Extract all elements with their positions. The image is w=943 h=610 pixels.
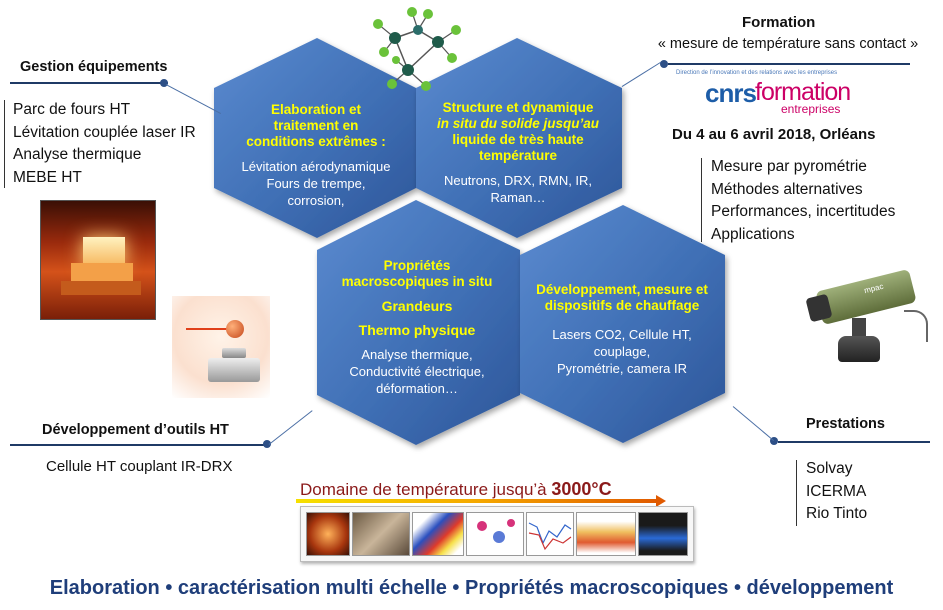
formation-date: Du 4 au 6 avril 2018, Orléans — [672, 126, 876, 143]
formation-item: Méthodes alternatives — [711, 180, 863, 198]
hexagon-proprietes — [317, 200, 520, 445]
prestations-title: Prestations — [806, 416, 885, 432]
outils-underline — [10, 444, 268, 446]
formation-dot — [660, 60, 668, 68]
cnrs-logo-text: cnrs — [705, 78, 757, 108]
gestion-list-bar — [4, 100, 5, 188]
cnrs-formation-logo: cnrs formation entreprises — [705, 78, 865, 118]
furnace-photo — [40, 200, 156, 320]
formation-underline — [668, 63, 910, 65]
thumbnail-map — [412, 512, 464, 556]
prestations-underline — [778, 441, 930, 443]
hexagon-structure — [416, 38, 622, 238]
molecule-icon — [373, 7, 461, 91]
temperature-arrow-head — [656, 495, 666, 507]
domaine-value: 3000°C — [551, 479, 612, 499]
gestion-dot — [160, 79, 168, 87]
formation-list: Mesure par pyrométrie Méthodes alternati… — [711, 156, 895, 246]
thumbnail-lab — [352, 512, 410, 556]
outils-item: Cellule HT couplant IR-DRX — [46, 458, 233, 475]
hexagon-elaboration — [214, 38, 416, 238]
hexagon-text-proprietes: Propriétés macroscopiques in situ Grande… — [341, 258, 493, 396]
temperature-arrow — [296, 499, 658, 503]
footer-banner: Elaboration • caractérisation multi éche… — [49, 577, 894, 599]
domaine-label: Domaine de température jusqu’à 3000°C — [300, 479, 612, 499]
thumbnail-spectrum — [526, 512, 574, 556]
formation-subtitle: « mesure de température sans contact » — [657, 36, 919, 52]
gestion-underline — [10, 82, 168, 84]
formation-item: Performances, incertitudes — [711, 203, 896, 220]
thumbnail-furnace — [306, 512, 350, 556]
gestion-item: Parc de fours HT — [13, 101, 131, 118]
formation-list-bar — [701, 158, 702, 242]
prestations-dot — [770, 437, 778, 445]
prestations-list-bar — [796, 460, 797, 526]
prestations-item: Rio Tinto — [806, 505, 868, 522]
hexagon-text-developpement: Développement, mesure et dispositifs de … — [536, 282, 708, 376]
hexagon-developpement — [520, 205, 725, 443]
hexagon-text-elaboration: Elaboration et traitement en conditions … — [241, 102, 391, 208]
gestion-item: MEBE HT — [13, 168, 82, 186]
gestion-item: Lévitation couplée laser IR — [13, 123, 196, 141]
thumbnail-surface — [638, 512, 688, 556]
cnrs-logo-entreprises: entreprises — [781, 102, 841, 116]
cnrs-tagline: Direction de l’innovation et des relatio… — [676, 70, 838, 76]
hexagon-text-structure: Structure et dynamique in situ du solide… — [436, 100, 599, 205]
prestations-item: ICERMA — [806, 482, 867, 500]
thumbnail-molecule — [466, 512, 524, 556]
outils-dot — [263, 440, 271, 448]
gestion-title: Gestion équipements — [20, 59, 168, 75]
outils-title: Développement d’outils HT — [42, 422, 229, 438]
gestion-item: Analyse thermique — [13, 146, 142, 163]
ir-camera-illustration: mpac — [805, 268, 928, 370]
cnrs-logo-formation: formation — [755, 78, 851, 106]
formation-item: Applications — [711, 225, 795, 243]
prestations-item: Solvay — [806, 460, 853, 477]
thumbnail-3d-plot — [576, 512, 636, 556]
formation-item: Mesure par pyrométrie — [711, 158, 867, 175]
levitation-illustration — [172, 296, 270, 398]
formation-title: Formation — [742, 14, 816, 31]
prestations-list: Solvay ICERMA Rio Tinto — [806, 458, 867, 526]
gestion-list: Parc de fours HT Lévitation couplée lase… — [13, 99, 196, 189]
